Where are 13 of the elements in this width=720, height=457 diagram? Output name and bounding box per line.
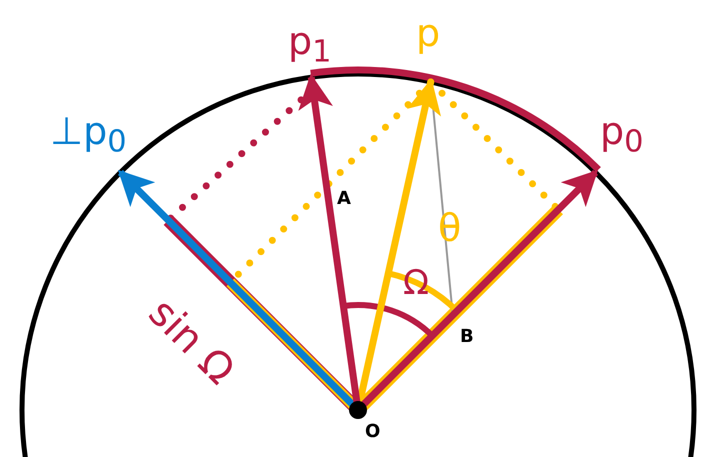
angle-label: θ (438, 209, 462, 247)
vector-arrow (118, 170, 355, 407)
length-label: sin Ω (142, 292, 242, 392)
vector-label: p (416, 14, 440, 52)
origin-point (349, 401, 367, 419)
vector-label: p$_{1}$ (288, 22, 332, 68)
point-label: A (337, 190, 351, 208)
vector-label: ⊥p$_{0}$ (50, 112, 127, 158)
point-label: B (460, 328, 474, 346)
vector-arrow (361, 170, 598, 407)
vector-label: p$_{0}$ (600, 112, 644, 158)
vector-arrow (298, 74, 360, 403)
point-label: O (365, 423, 380, 441)
